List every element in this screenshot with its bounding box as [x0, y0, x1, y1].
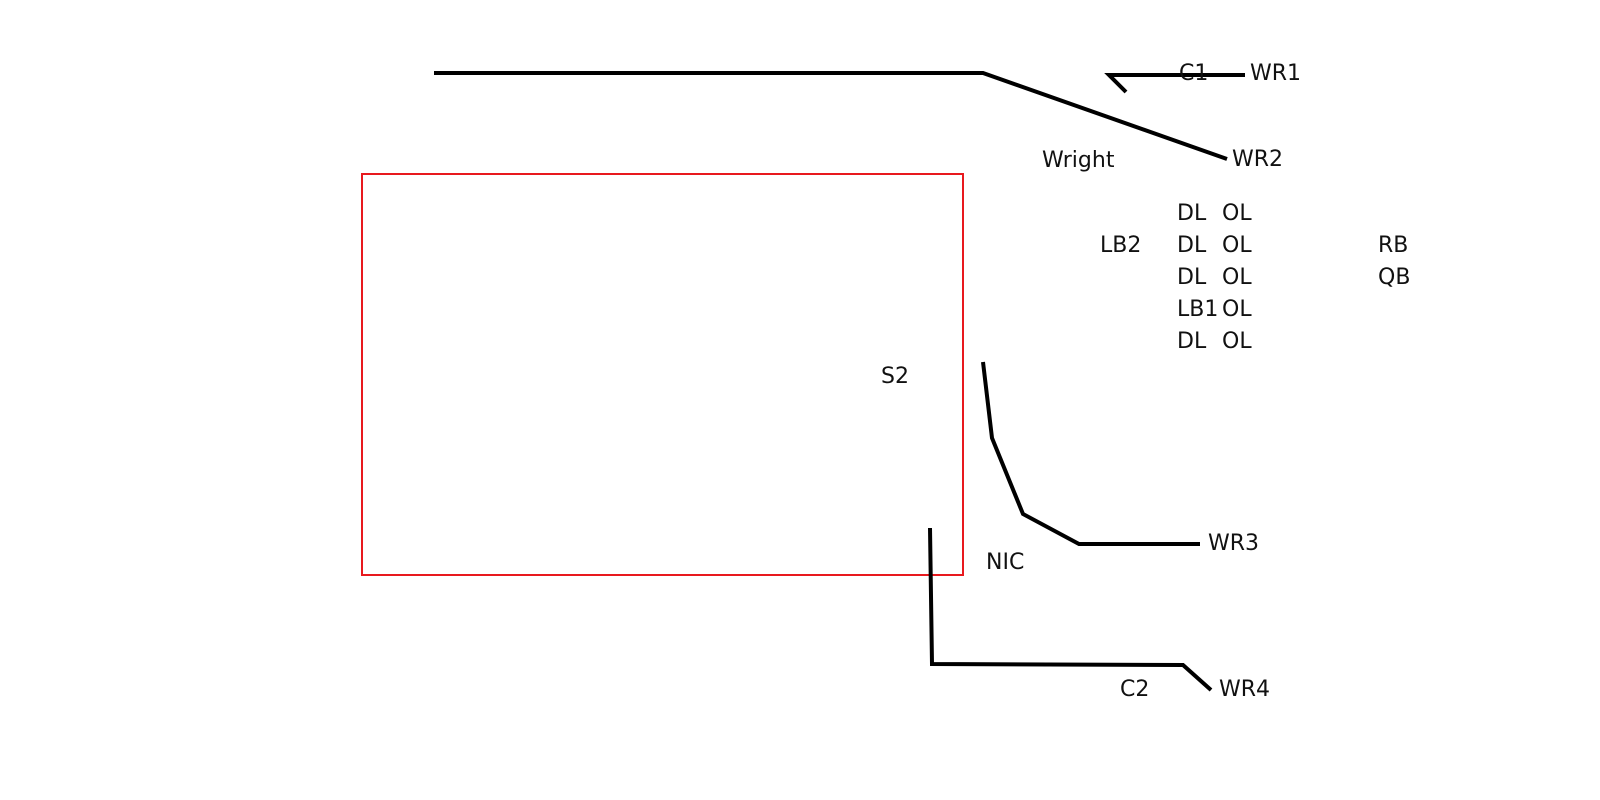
coverage-zone-rectangle: [361, 173, 964, 576]
label-wr2: WR2: [1232, 147, 1283, 172]
label-wright: Wright: [1042, 148, 1115, 173]
label-c1: C1: [1179, 61, 1208, 86]
label-ol-row3: OL: [1222, 265, 1252, 290]
label-qb: QB: [1378, 265, 1410, 290]
label-wr4: WR4: [1219, 677, 1270, 702]
label-s2: S2: [881, 364, 909, 389]
label-lb1: LB1: [1177, 297, 1218, 322]
route-wr1: [1104, 73, 1245, 94]
label-ol-row2: OL: [1222, 233, 1252, 258]
label-ol-row5: OL: [1222, 329, 1252, 354]
route-wr4: [928, 527, 1213, 692]
label-wr1: WR1: [1250, 61, 1301, 86]
route-wr3: [981, 361, 1200, 546]
route-wr2: [434, 71, 1228, 161]
label-lb2: LB2: [1100, 233, 1141, 258]
label-dl-row2: DL: [1177, 233, 1207, 258]
label-wr3: WR3: [1208, 531, 1259, 556]
label-ol-row4: OL: [1222, 297, 1252, 322]
label-nic: NIC: [986, 550, 1024, 575]
label-ol-row1: OL: [1222, 201, 1252, 226]
label-c2: C2: [1120, 677, 1149, 702]
label-rb: RB: [1378, 233, 1408, 258]
label-dl-row1: DL: [1177, 201, 1207, 226]
label-dl-row5: DL: [1177, 329, 1207, 354]
label-dl-row3: DL: [1177, 265, 1207, 290]
